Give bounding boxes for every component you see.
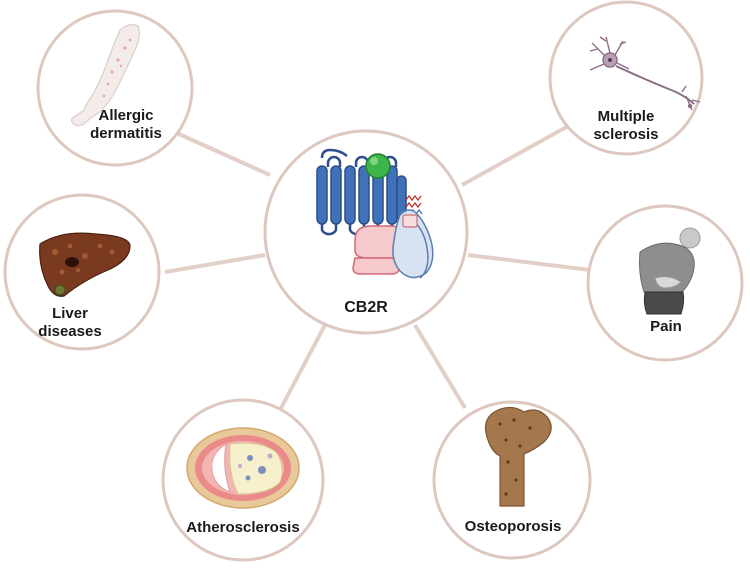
node-osteoporosis: Osteoporosis [432,400,592,560]
liver-label-line2: diseases [38,323,101,340]
artery-icon [186,427,300,509]
ms-label-line1: Multiple [598,108,655,125]
ligand-icon [365,153,391,179]
person-pain-icon [639,227,701,315]
neuron-icon [589,36,701,111]
node-atherosclerosis: Atherosclerosis [161,398,325,562]
node-multiple-sclerosis: Multiple sclerosis [548,0,704,156]
connector-lines [164,123,591,411]
connector-osteo [413,323,467,410]
node-liver-diseases: Liver diseases [3,193,161,351]
athero-label: Atherosclerosis [186,519,299,536]
node-allergic-dermatitis: Allergic dermatitis [36,9,194,167]
liver-label-line1: Liver [52,305,88,322]
connector-ms [461,123,571,187]
connector-pain [467,253,591,272]
ms-label-line2: sclerosis [593,126,658,143]
center-node: CB2R [263,129,469,335]
ms-circle [548,0,704,156]
osteo-label: Osteoporosis [465,518,562,535]
center-label: CB2R [344,299,388,316]
liver-icon [39,232,131,297]
arm-icon [70,24,140,127]
connector-allergic [169,128,271,177]
connector-liver [164,253,266,274]
node-pain: Pain [586,204,744,362]
bone-icon [485,406,552,507]
receptor-icon [316,148,434,279]
allergic-label-line2: dermatitis [90,125,162,142]
allergic-label-line1: Allergic [98,107,153,124]
connector-athero [278,324,327,411]
pain-label: Pain [650,318,682,335]
